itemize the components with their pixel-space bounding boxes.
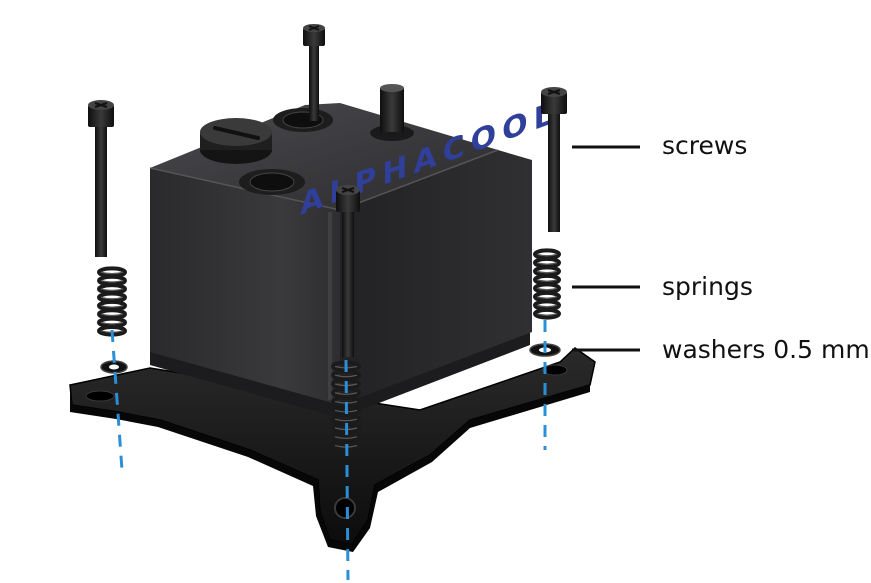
spring-highlight	[100, 279, 124, 283]
guide-line-left	[110, 329, 124, 471]
spring-highlight	[334, 436, 358, 439]
spring-highlight	[536, 279, 558, 282]
spring-highlight	[536, 313, 558, 316]
label-screws: screws	[662, 131, 747, 160]
leader-lines	[572, 145, 640, 352]
spring-highlight	[100, 305, 124, 308]
spring-highlight	[334, 418, 358, 422]
spring-highlight	[536, 270, 558, 274]
block-front-face	[150, 168, 340, 405]
screw-right	[541, 87, 567, 232]
screw-left	[88, 100, 114, 257]
screw-back	[303, 24, 325, 121]
spring-left	[97, 266, 127, 337]
guide-line-front	[344, 359, 350, 581]
threaded-port-bottom	[239, 169, 305, 195]
spring-highlight	[536, 304, 558, 308]
spring-highlight	[536, 296, 558, 299]
spring-highlight	[100, 271, 124, 275]
spring-right	[533, 248, 561, 320]
spring-highlight	[536, 253, 558, 257]
spring-highlight	[536, 262, 558, 265]
threaded-port-top	[273, 108, 333, 132]
standoff-post	[370, 84, 414, 141]
spring-coil	[533, 307, 561, 320]
spring-highlight	[100, 296, 124, 300]
screw-front	[336, 185, 360, 357]
block-side-face	[340, 150, 532, 405]
spring-highlight	[334, 392, 358, 395]
spring-highlight	[334, 374, 358, 378]
label-washers: washers 0.5 mm	[662, 335, 870, 364]
spring-highlight	[100, 313, 124, 317]
label-springs: springs	[662, 272, 753, 301]
spring-highlight	[536, 287, 558, 291]
spring-highlight	[100, 321, 124, 325]
alignment-guides	[110, 320, 547, 581]
plug-cap	[200, 118, 272, 164]
spring-highlight	[100, 288, 124, 292]
